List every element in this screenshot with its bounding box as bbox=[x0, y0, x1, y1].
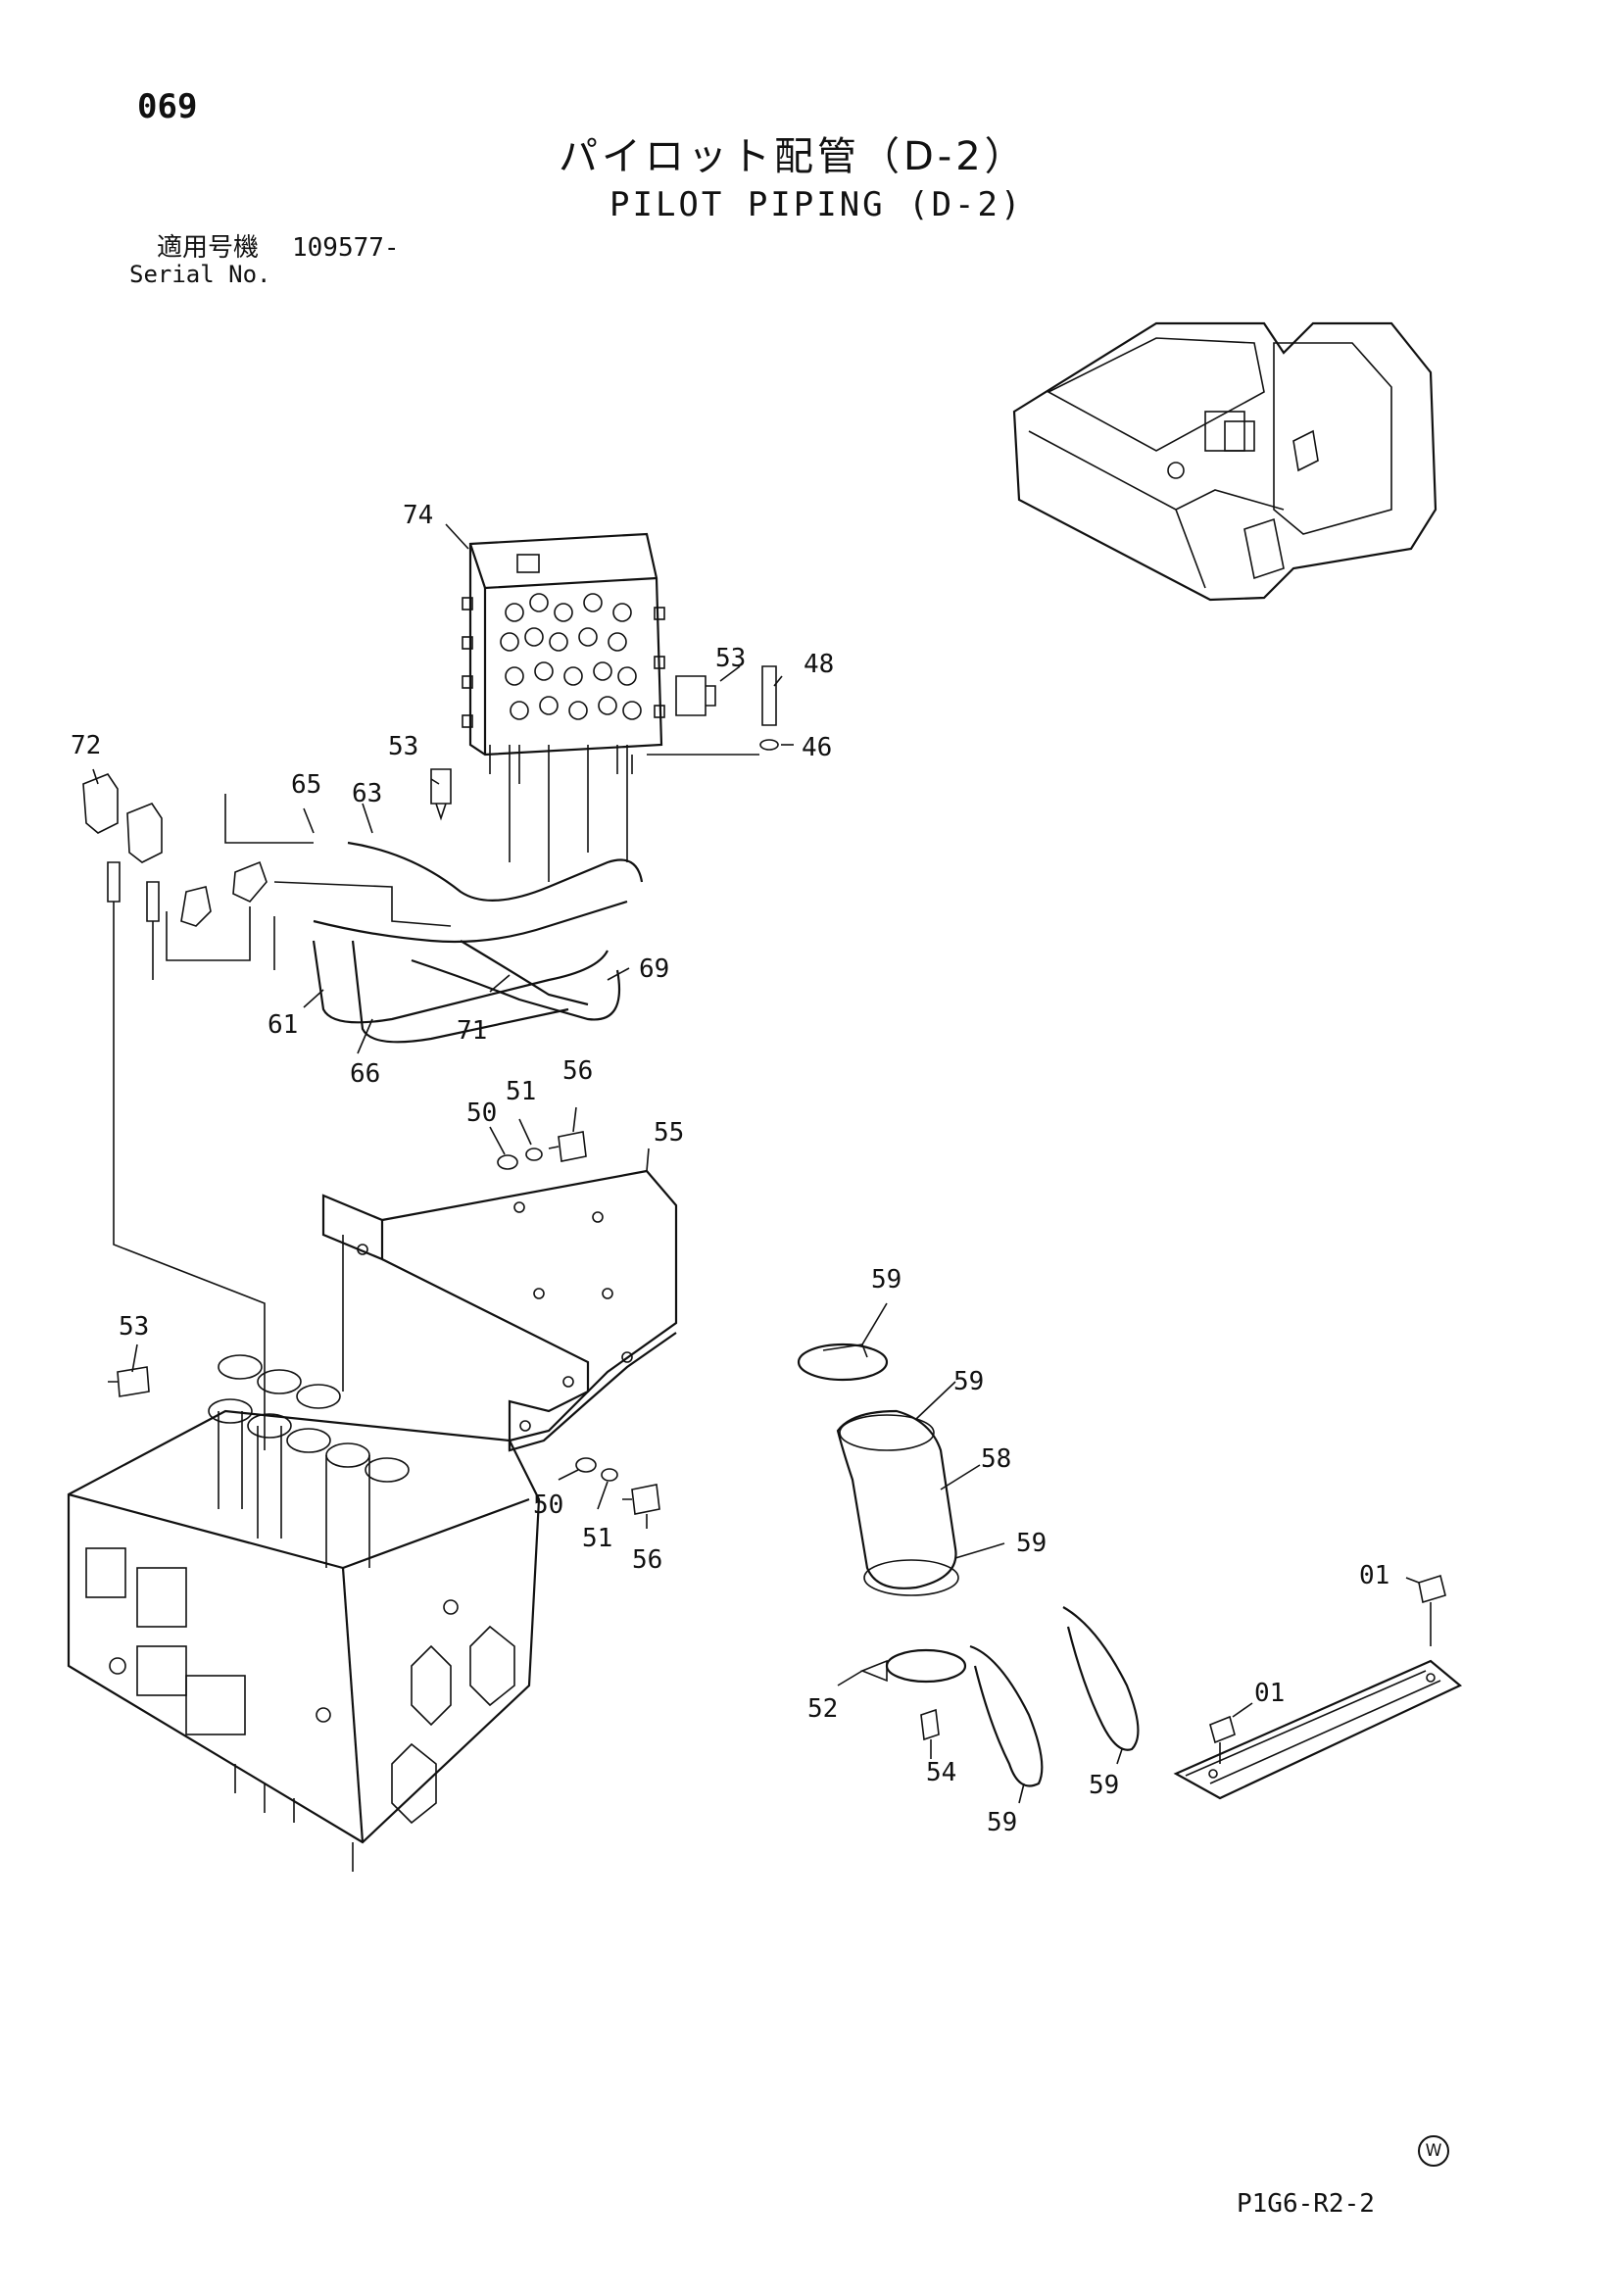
cover-plate bbox=[1173, 1574, 1463, 1800]
callout-59-mid: 59 bbox=[1016, 1529, 1047, 1558]
callout-58: 58 bbox=[981, 1444, 1011, 1474]
callout-61: 61 bbox=[268, 1010, 298, 1040]
callout-52: 52 bbox=[807, 1694, 838, 1724]
page-title-jp: パイロット配管（D-2） bbox=[559, 134, 1028, 179]
callout-labels: 74 53 48 46 72 53 65 63 69 61 71 66 50 5… bbox=[71, 501, 1389, 1837]
callout-59-top: 59 bbox=[871, 1265, 901, 1295]
callout-51-lower: 51 bbox=[582, 1524, 612, 1553]
excavator-overview bbox=[1012, 321, 1437, 602]
elbow-fittings bbox=[82, 773, 268, 927]
callout-71: 71 bbox=[457, 1016, 487, 1046]
leader-lines bbox=[92, 523, 1420, 1804]
callout-69: 69 bbox=[639, 954, 669, 984]
callout-50-upper: 50 bbox=[466, 1099, 497, 1128]
callout-54: 54 bbox=[926, 1758, 956, 1787]
callout-63: 63 bbox=[352, 779, 382, 808]
callout-51-upper: 51 bbox=[506, 1077, 536, 1106]
callout-53-upper: 53 bbox=[715, 644, 746, 673]
serial-label-en: Serial No. bbox=[129, 261, 271, 288]
callout-59-bottom-left: 59 bbox=[987, 1808, 1017, 1837]
callout-59-upper: 59 bbox=[953, 1367, 984, 1396]
callout-55: 55 bbox=[654, 1118, 684, 1148]
callout-46: 46 bbox=[802, 733, 832, 762]
serial-number: 109577- bbox=[292, 233, 400, 263]
page-number: 069 bbox=[137, 87, 198, 126]
serial-label-jp: 適用号機 bbox=[157, 233, 260, 263]
callout-53-valve: 53 bbox=[119, 1312, 149, 1342]
control-valve bbox=[67, 1354, 541, 1872]
hose-clamps bbox=[797, 1343, 1140, 1787]
callout-66: 66 bbox=[350, 1059, 380, 1089]
pilot-valve-block bbox=[462, 532, 665, 784]
page-title-en: PILOT PIPING (D-2) bbox=[609, 185, 1024, 224]
callout-74: 74 bbox=[403, 501, 433, 530]
fittings-upper bbox=[430, 665, 779, 821]
washers-bolts bbox=[497, 1131, 660, 1515]
callout-56-upper: 56 bbox=[562, 1056, 593, 1086]
callout-50-lower: 50 bbox=[533, 1490, 563, 1520]
callout-01-right: 01 bbox=[1359, 1561, 1389, 1590]
bracket bbox=[321, 1169, 678, 1452]
callout-53-left: 53 bbox=[388, 732, 418, 761]
callout-59-bottom-right: 59 bbox=[1089, 1771, 1119, 1800]
callout-72: 72 bbox=[71, 731, 101, 760]
callout-01-left: 01 bbox=[1254, 1679, 1285, 1708]
drawing-code: P1G6-R2-2 bbox=[1237, 2189, 1375, 2219]
callout-48: 48 bbox=[804, 650, 834, 679]
callout-65: 65 bbox=[291, 770, 321, 800]
w-mark-icon: W bbox=[1418, 2135, 1449, 2167]
callout-56-lower: 56 bbox=[632, 1545, 662, 1575]
pilot-pipes bbox=[166, 745, 644, 1044]
pilot-lines-down bbox=[113, 902, 266, 1450]
